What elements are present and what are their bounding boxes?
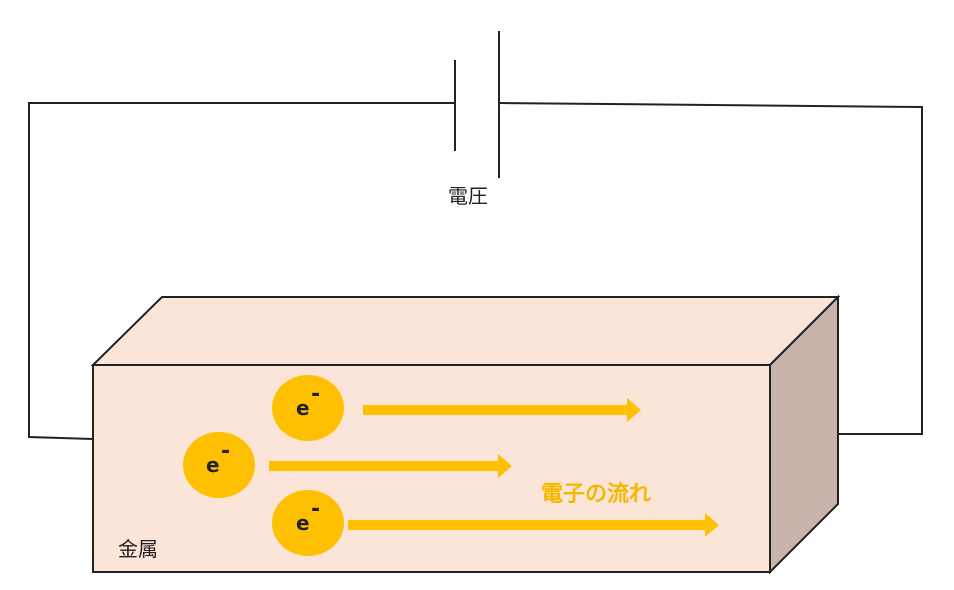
electron-symbol: e	[296, 396, 310, 420]
voltage-label: 電圧	[448, 184, 488, 208]
electron-charge: -	[311, 382, 320, 407]
flow-arrow-bottom	[348, 513, 719, 537]
flow-arrow-middle	[269, 454, 512, 478]
metal-label: 金属	[118, 537, 158, 561]
left-wire	[28, 102, 455, 440]
electron-flow-label: 電子の流れ	[541, 481, 651, 507]
electron: e -	[183, 432, 255, 498]
electron-symbol: e	[206, 453, 220, 477]
electron-charge: -	[221, 439, 230, 464]
flow-arrows	[269, 398, 719, 537]
electron-circle	[272, 490, 344, 556]
flow-arrow-top	[363, 398, 641, 422]
battery-symbol	[454, 31, 500, 178]
circuit-wires	[28, 102, 923, 440]
electron-symbol: e	[296, 511, 310, 535]
right-wire	[498, 102, 923, 435]
electron-circle	[183, 432, 255, 498]
electron: e -	[272, 375, 344, 441]
metal-block-top-face	[90, 296, 841, 366]
electron-charge: -	[311, 497, 320, 522]
electron-circle	[272, 375, 344, 441]
metal-block	[90, 294, 841, 575]
electron: e -	[272, 490, 344, 556]
